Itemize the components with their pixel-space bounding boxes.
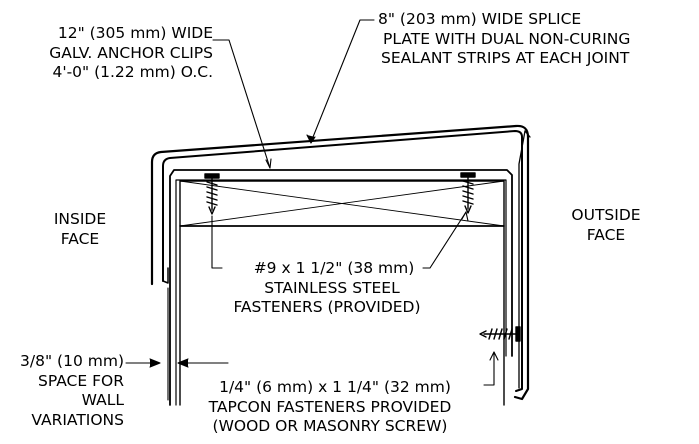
tapcon-fastener xyxy=(479,326,521,342)
coping-outer-profile xyxy=(150,124,530,401)
nailer-cross-b xyxy=(179,180,505,227)
stainless-fasteners-label: #9 x 1 1/2" (38 mm) STAINLESS STEEL FAST… xyxy=(233,259,421,316)
splice-plate xyxy=(518,130,526,389)
stainless-fastener-left xyxy=(204,173,220,215)
anchor-clip-inner xyxy=(175,179,507,406)
splice-plate-label: 8" (203 mm) WIDE SPLICE PLATE WITH DUAL … xyxy=(378,10,631,67)
inside-face-label: INSIDE FACE xyxy=(53,210,107,248)
anchor-clip-leader xyxy=(212,39,271,169)
stainless-fastener-leader xyxy=(211,211,467,269)
splice-plate-leader xyxy=(310,19,375,143)
stainless-fastener-right xyxy=(460,172,476,214)
outside-face-label: OUTSIDE FACE xyxy=(571,206,641,244)
anchor-clip xyxy=(169,169,513,406)
tapcon-leader xyxy=(483,351,495,386)
coping-inner-profile xyxy=(162,130,523,392)
space-label: 3/8" (10 mm) SPACE FOR WALL VARIATIONS xyxy=(20,352,124,429)
anchor-clips-label: 12" (305 mm) WIDE GALV. ANCHOR CLIPS 4'-… xyxy=(49,24,213,81)
splice-plate-lip xyxy=(524,130,531,138)
space-dimension xyxy=(125,287,229,401)
tapcon-label: 1/4" (6 mm) x 1 1/4" (32 mm) TAPCON FAST… xyxy=(208,378,452,435)
coping-inner-drip xyxy=(162,267,169,284)
